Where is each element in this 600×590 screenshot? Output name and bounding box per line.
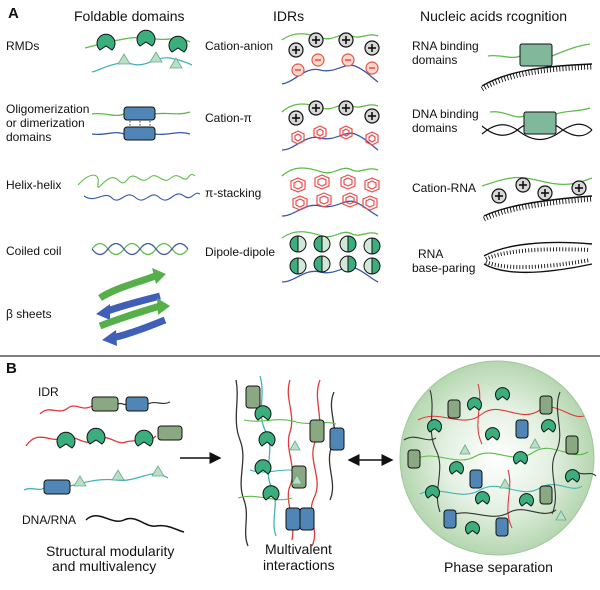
caption-multivalent-2: interactions xyxy=(263,557,335,573)
idr-label: IDR xyxy=(38,385,59,399)
rna-base-pairing-label-1: RNA xyxy=(418,247,443,261)
cation-rna-illustration xyxy=(481,176,593,222)
anion-symbol xyxy=(291,63,305,77)
dna-binding-label-2: domains xyxy=(412,121,457,135)
helix-helix-label: Helix-helix xyxy=(6,178,61,192)
rna-binding-illustration xyxy=(480,43,593,92)
multivalent-network xyxy=(235,375,345,547)
phase-separation-droplet xyxy=(399,360,597,556)
dipole-dipole-label: Dipole-dipole xyxy=(205,245,275,259)
nucleic-acids-heading: Nucleic acids rcognition xyxy=(420,8,567,24)
rna-binding-label-1: RNA binding xyxy=(412,39,479,53)
cation-symbol xyxy=(288,42,304,58)
rmds-illustration xyxy=(84,29,193,73)
oligomerization-label-2: or dimerization xyxy=(6,116,85,130)
modular-protein-3 xyxy=(23,465,169,495)
caption-multivalent-1: Multivalent xyxy=(265,541,332,557)
panel-a-letter: A xyxy=(8,5,19,22)
cation-anion-illustration xyxy=(281,32,380,85)
modular-protein-1 xyxy=(39,396,171,415)
helix-helix-illustration xyxy=(77,173,201,201)
dna-binding-illustration xyxy=(481,107,593,141)
idrs-heading: IDRs xyxy=(273,8,304,24)
dna-binding-label-1: DNA binding xyxy=(412,107,479,121)
dipole-icon xyxy=(289,235,307,253)
beta-sheets-illustration xyxy=(96,268,170,346)
panel-b-letter: B xyxy=(6,360,17,377)
pi-stacking-illustration xyxy=(281,167,380,217)
aromatic-ring-icon xyxy=(291,130,305,145)
rna-base-pairing-illustration xyxy=(483,241,593,273)
oligomerization-illustration xyxy=(91,106,191,141)
dna-rna-strand xyxy=(85,515,185,533)
foldable-domains-heading: Foldable domains xyxy=(74,8,185,24)
caption-modularity-2: and multivalency xyxy=(52,558,156,574)
dipole-dipole-illustration xyxy=(281,231,381,283)
cation-pi-label: Cation-π xyxy=(205,111,252,125)
caption-phase-separation: Phase separation xyxy=(444,559,553,575)
dna-rna-label: DNA/RNA xyxy=(22,513,76,527)
beta-sheets-label: β sheets xyxy=(6,307,52,321)
modular-protein-2 xyxy=(25,425,183,449)
coiled-coil-illustration xyxy=(91,242,189,256)
rna-binding-label-2: domains xyxy=(412,53,457,67)
rna-base-pairing-label-2: base-paring xyxy=(412,261,475,275)
cation-anion-label: Cation-anion xyxy=(205,39,273,53)
coiled-coil-label: Coiled coil xyxy=(6,244,61,258)
oligomerization-label-3: domains xyxy=(6,130,51,144)
rmds-label: RMDs xyxy=(6,39,39,53)
cation-pi-illustration xyxy=(281,100,380,151)
caption-modularity-1: Structural modularity xyxy=(46,543,174,559)
oligomerization-label-1: Oligomerization xyxy=(6,102,89,116)
cation-rna-label: Cation-RNA xyxy=(412,181,476,195)
pi-stacking-label: π-stacking xyxy=(205,186,261,200)
